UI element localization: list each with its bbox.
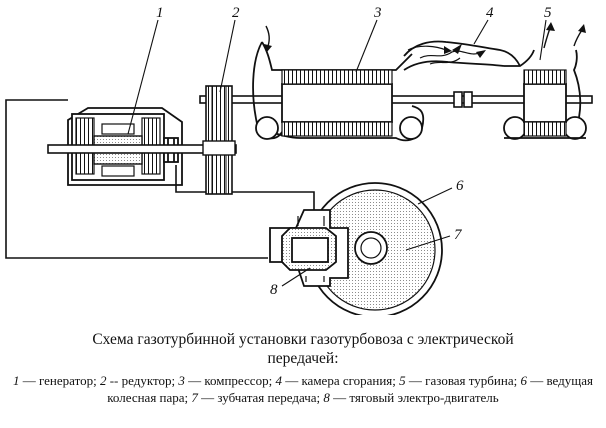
combustion-chamber [403,40,521,71]
shaft [47,91,593,154]
figure-legend: 1 — генератор; 2 -- редуктор; 3 — компре… [0,372,606,406]
compressor [252,25,425,142]
figure-title: Схема газотурбинной установки газотурбов… [0,330,606,368]
legend-item: 8 — тяговый электро-двигатель [323,390,499,405]
figure-title-line-1: Схема газотурбинной установки газотурбов… [92,331,514,348]
wiring [5,99,315,259]
callout-1: 1 [156,5,164,21]
leader-lines [127,19,547,287]
callout-2: 2 [232,5,240,21]
figure-title-line-2: передачей: [267,350,339,367]
callout-7: 7 [454,227,463,243]
legend-item: 1 — генератор; [12,373,100,388]
legend-item: 4 — камера сгорания; [275,373,400,388]
gas-turbine-schematic: 1 2 3 4 5 6 7 8 [5,5,593,315]
callout-6: 6 [456,178,464,194]
gear-transmission [354,231,388,265]
legend-item: 3 — компрессор; [178,373,276,388]
legend-item: 6 — ведущая колесная пара; [107,373,594,405]
reducer [202,85,236,195]
legend-item: 2 -- редуктор; [99,373,179,388]
callout-3: 3 [373,5,382,21]
callout-4: 4 [486,5,494,21]
legend-item: 7 — зубчатая передача; [191,390,324,405]
legend-item: 5 — газовая турбина; [399,373,521,388]
callout-8: 8 [270,282,278,298]
callout-5: 5 [544,5,552,21]
traction-motor [269,209,349,287]
gas-turbine [503,22,587,140]
